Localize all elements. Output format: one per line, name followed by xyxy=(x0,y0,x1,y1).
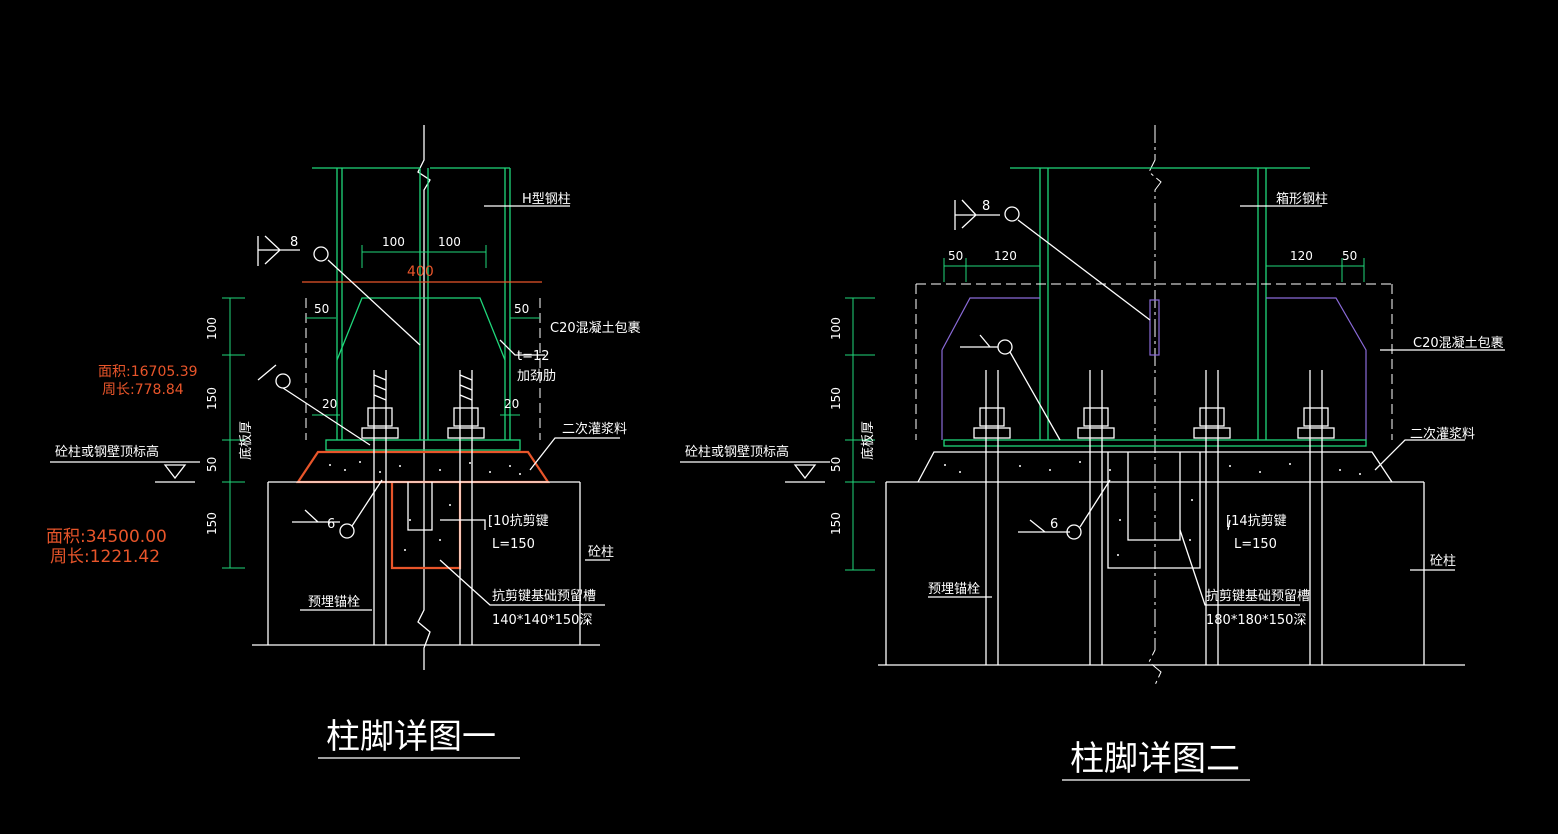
d1-grout-highlight xyxy=(295,450,551,484)
d1-weld-6-label: 6 xyxy=(327,517,335,532)
d1-leaders xyxy=(300,205,620,611)
d1-encasement-label: C20混凝土包裹 xyxy=(550,320,641,336)
d1-concrete-column xyxy=(267,481,581,645)
d1-weld-8-symbol xyxy=(257,235,300,266)
d1-column-label: H型钢柱 xyxy=(522,192,571,207)
d2-weld-6-symbol xyxy=(1018,519,1070,533)
detail-2 xyxy=(680,125,1505,781)
d2-weld-8-symbol xyxy=(954,199,1000,230)
d1-dim-50b: 50 xyxy=(514,302,529,316)
d1-dim-20a: 20 xyxy=(322,397,337,411)
area-1-label: 面积:16705.39 xyxy=(98,364,198,380)
d1-dim-400: 400 xyxy=(407,264,434,280)
d1-base-plate xyxy=(325,439,521,451)
d1-shear-key-label: [10抗剪键 xyxy=(488,513,549,529)
d1-groove-highlight xyxy=(390,482,462,570)
d1-stiffener-label: 加劲肋 xyxy=(517,369,556,384)
d1-dim-100a: 100 xyxy=(382,235,405,249)
d1-dim-v150a: 150 xyxy=(205,387,219,410)
d2-anchor-label: 预埋锚栓 xyxy=(928,582,980,597)
d1-dim-20b: 20 xyxy=(504,397,519,411)
area-2-label: 面积:34500.00 xyxy=(46,527,167,547)
d1-groove-size: 140*140*150深 xyxy=(492,613,592,628)
d2-dim-v150a: 150 xyxy=(829,387,843,410)
d1-dimensions xyxy=(222,245,542,569)
d2-ground-label: 砼柱或钢壁顶标高 xyxy=(685,444,789,460)
d1-dim-50a: 50 xyxy=(314,302,329,316)
d1-groove-label: 抗剪键基础预留槽 xyxy=(492,588,596,604)
d1-shear-key xyxy=(407,482,433,531)
d2-weld-8-label: 8 xyxy=(982,199,990,214)
d1-weld-6-symbol xyxy=(292,509,340,523)
d1-anchor-bolts xyxy=(361,370,485,645)
d2-grout-label: 二次灌浆料 xyxy=(1410,426,1475,442)
d2-dim-v150b: 150 xyxy=(829,512,843,535)
d2-groove xyxy=(1107,452,1201,569)
d2-anchor-bolts xyxy=(973,370,1335,665)
d2-encasement-outline xyxy=(915,283,1393,440)
d2-concrete-column xyxy=(885,481,1425,665)
d2-dim-50a: 50 xyxy=(948,249,963,263)
d2-dim-120b: 120 xyxy=(1290,249,1313,263)
perimeter-2-label: 周长:1221.42 xyxy=(50,547,160,567)
d2-elevation-symbol xyxy=(785,464,825,483)
d2-shear-key xyxy=(1127,452,1181,541)
d2-dimensions xyxy=(845,258,1365,571)
d1-dim-v100: 100 xyxy=(205,317,219,340)
d2-shear-key-label: [14抗剪键 xyxy=(1226,513,1287,529)
d2-groove-size: 180*180*150深 xyxy=(1206,613,1306,628)
detail-1 xyxy=(50,125,620,759)
d1-dim-100b: 100 xyxy=(438,235,461,249)
d1-grout-speckle xyxy=(329,461,521,551)
d2-grout xyxy=(917,451,1393,483)
d2-grout-speckle xyxy=(944,461,1361,556)
d2-base-plate-label: 底板厚 xyxy=(860,421,876,460)
d2-base-plate xyxy=(943,439,1367,447)
d1-shear-key-length: L=150 xyxy=(492,537,535,552)
d1-stiffener xyxy=(336,297,506,361)
d2-concrete-column-label: 砼柱 xyxy=(1430,554,1456,569)
d2-plate xyxy=(1149,299,1160,356)
d1-elevation-symbol xyxy=(155,464,195,483)
d2-encasement-label: C20混凝土包裹 xyxy=(1413,335,1504,351)
d1-base-plate-label: 底板厚 xyxy=(238,421,254,460)
d1-dim-v50: 50 xyxy=(205,457,219,472)
d1-dim-v150b: 150 xyxy=(205,512,219,535)
d2-encasement-purple xyxy=(941,297,1367,440)
d1-weld-8-circle xyxy=(313,246,329,262)
d2-dim-50b: 50 xyxy=(1342,249,1357,263)
d2-dim-v50: 50 xyxy=(829,457,843,472)
perimeter-1-label: 周长:778.84 xyxy=(102,382,184,398)
d1-stiffener-thickness: t=12 xyxy=(517,349,550,364)
d2-centerline xyxy=(1148,125,1162,686)
d1-weld-8-label: 8 xyxy=(290,235,298,250)
detail-2-title: 柱脚详图二 xyxy=(1070,739,1240,779)
detail-1-title: 柱脚详图一 xyxy=(326,717,496,757)
d1-centerline xyxy=(417,125,431,670)
d2-dim-120a: 120 xyxy=(994,249,1017,263)
d2-leaders xyxy=(928,205,1505,606)
d2-dim-v100: 100 xyxy=(829,317,843,340)
d2-groove-label: 抗剪键基础预留槽 xyxy=(1206,588,1310,604)
d1-grout-label: 二次灌浆料 xyxy=(562,421,627,437)
d2-column-label: 箱形钢柱 xyxy=(1276,191,1328,207)
d2-weld-6-label: 6 xyxy=(1050,517,1058,532)
d1-ground-label: 砼柱或钢壁顶标高 xyxy=(55,444,159,460)
d1-concrete-column-label: 砼柱 xyxy=(588,545,614,560)
d1-encasement-outline xyxy=(305,298,541,440)
d2-shear-key-length: L=150 xyxy=(1234,537,1277,552)
d1-anchor-label: 预埋锚栓 xyxy=(308,595,360,610)
